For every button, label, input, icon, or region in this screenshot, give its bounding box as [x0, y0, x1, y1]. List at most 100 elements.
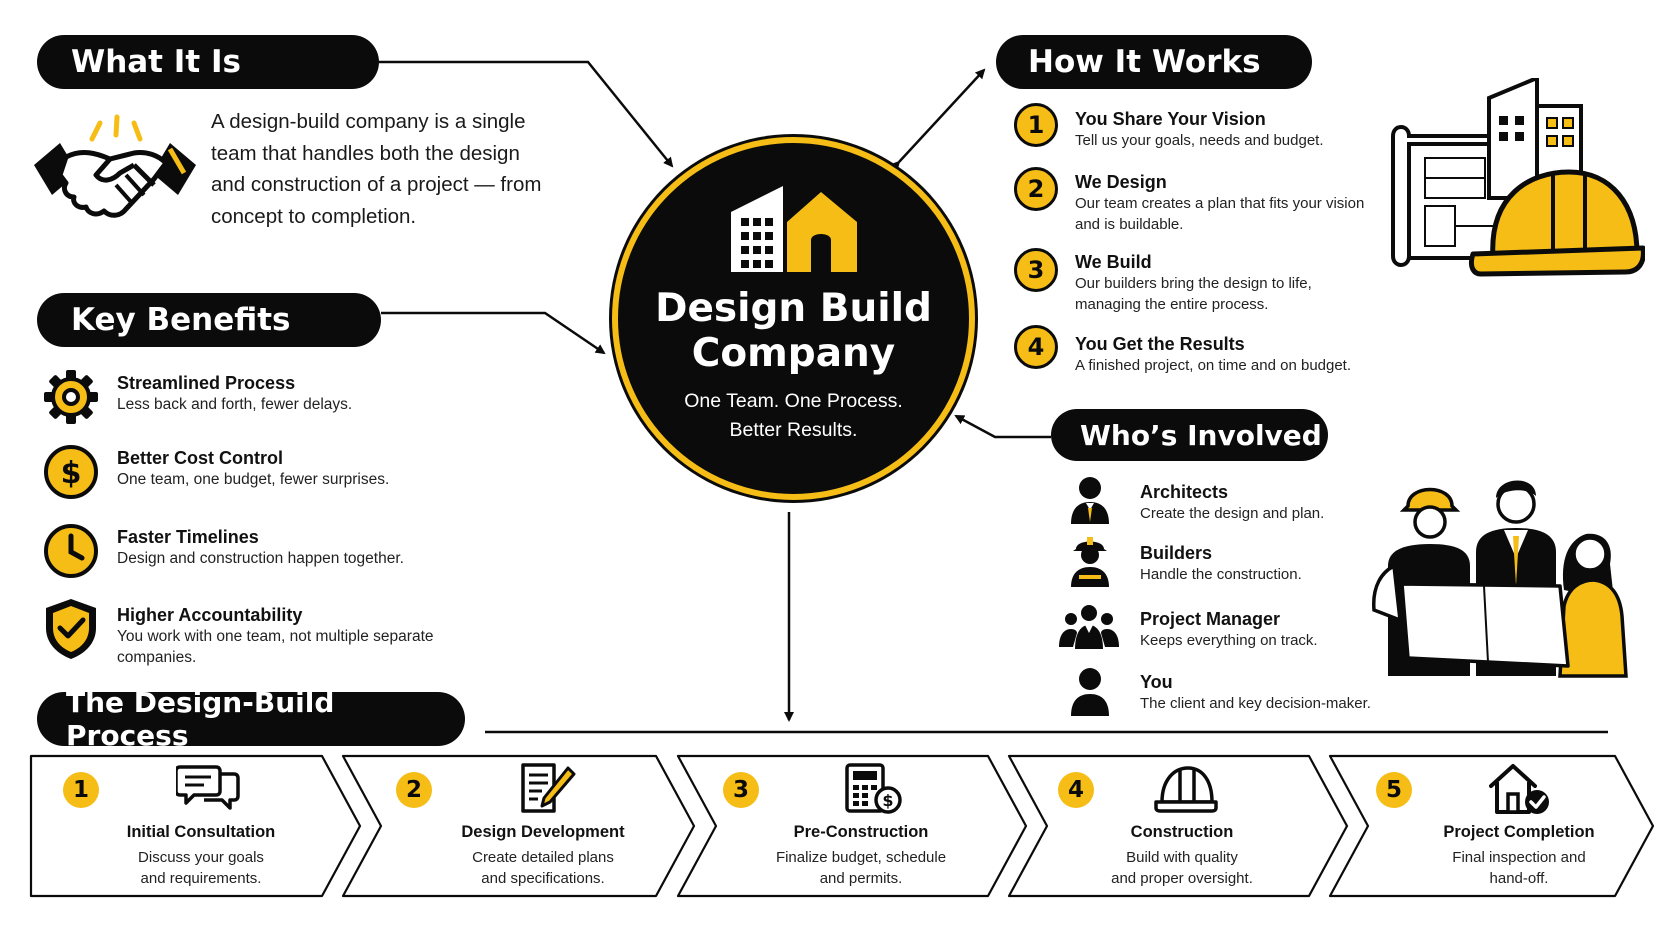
- process-chevrons: [29, 754, 1655, 898]
- arrow-who-to-center: [954, 414, 1051, 439]
- benefit-item-3: Faster Timelines Design and construction…: [117, 526, 404, 569]
- process-step-title: Initial Consultation: [126, 823, 276, 841]
- process-heading: The Design-Build Process: [37, 686, 465, 752]
- buildings-logo-icon: [731, 186, 857, 272]
- process-step-title: Project Completion: [1443, 823, 1595, 841]
- benefit-desc: Design and construction happen together.: [117, 550, 404, 567]
- process-step-desc-line1: Final inspection and: [1452, 849, 1586, 866]
- whos-involved-heading-text: Who’s Involved: [1080, 418, 1322, 452]
- how-step-desc: A finished project, on time and on budge…: [1075, 357, 1352, 374]
- what-it-is-heading-text: What It Is: [71, 44, 241, 80]
- process-step-number: 2: [396, 772, 432, 808]
- process-step-desc: Finalize budget, schedule and permits.: [746, 847, 976, 889]
- what-it-is-heading: What It Is: [37, 35, 379, 89]
- process-step-title: Pre-Construction: [793, 823, 929, 841]
- role-desc: The client and key decision-maker.: [1140, 695, 1371, 712]
- handshake-icon: [34, 114, 196, 218]
- house-check-icon: [1489, 764, 1549, 814]
- key-benefits-heading-text: Key Benefits: [71, 302, 291, 338]
- clock-icon: [44, 524, 98, 578]
- benefit-title: Streamlined Process: [117, 373, 296, 393]
- role-you: You The client and key decision-maker.: [1140, 671, 1371, 714]
- role-title: Builders: [1140, 543, 1213, 563]
- center-title-line2: Company: [691, 331, 896, 376]
- how-step-number: 2: [1014, 167, 1058, 211]
- process-step-number: 3: [723, 772, 759, 808]
- benefit-title: Higher Accountability: [117, 605, 303, 625]
- how-step-3: We Build Our builders bring the design t…: [1075, 251, 1345, 315]
- process-step-number: 4: [1058, 772, 1094, 808]
- how-step-1: You Share Your Vision Tell us your goals…: [1075, 108, 1375, 151]
- role-desc: Keeps everything on track.: [1140, 632, 1318, 649]
- role-architects: Architects Create the design and plan.: [1140, 481, 1324, 524]
- benefit-desc: One team, one budget, fewer surprises.: [117, 471, 390, 488]
- benefit-item-2: Better Cost Control One team, one budget…: [117, 447, 389, 490]
- role-project-manager: Project Manager Keeps everything on trac…: [1140, 608, 1318, 651]
- process-step-desc: Final inspection and hand-off.: [1404, 847, 1634, 889]
- center-tagline: One Team. One Process. Better Results.: [612, 387, 975, 445]
- how-step-number: 4: [1014, 325, 1058, 369]
- how-step-desc: Our builders bring the design to life, m…: [1075, 275, 1312, 313]
- benefit-title: Faster Timelines: [117, 527, 259, 547]
- how-step-desc: Our team creates a plan that fits your v…: [1075, 195, 1365, 233]
- process-step-desc-line1: Build with quality: [1126, 849, 1238, 866]
- process-chevron-3: [676, 754, 1028, 898]
- blueprint-hardhat-illustration: [1391, 78, 1645, 277]
- center-circle: [612, 137, 975, 500]
- process-step-desc: Build with quality and proper oversight.: [1067, 847, 1297, 889]
- process-step-desc-line1: Create detailed plans: [472, 849, 614, 866]
- role-title: Project Manager: [1140, 609, 1281, 629]
- how-step-title: We Build: [1075, 252, 1152, 272]
- role-title: You: [1140, 672, 1173, 692]
- process-step-desc-line2: and requirements.: [140, 870, 262, 887]
- center-title: Design Build Company: [612, 286, 975, 376]
- role-builders: Builders Handle the construction.: [1140, 542, 1302, 585]
- team-icon: [1059, 605, 1119, 649]
- person-icon: [1071, 668, 1109, 716]
- benefit-item-4: Higher Accountability You work with one …: [117, 604, 437, 668]
- process-step-desc-line2: hand-off.: [1489, 870, 1549, 887]
- chat-icon: [176, 765, 240, 810]
- process-step-desc-line2: and specifications.: [481, 870, 605, 887]
- whos-involved-heading: Who’s Involved: [1051, 409, 1328, 461]
- how-step-4: You Get the Results A finished project, …: [1075, 333, 1385, 376]
- center-tagline-line1: One Team. One Process.: [684, 390, 903, 412]
- how-step-title: You Get the Results: [1075, 334, 1245, 354]
- benefit-item-1: Streamlined Process Less back and forth,…: [117, 372, 352, 415]
- architect-icon: [1071, 477, 1109, 524]
- dollar-icon: $: [44, 445, 98, 499]
- process-step-desc-line2: and proper oversight.: [1111, 870, 1253, 887]
- how-it-works-heading: How It Works: [996, 35, 1312, 89]
- process-step-number: 1: [63, 772, 99, 808]
- benefit-title: Better Cost Control: [117, 448, 283, 468]
- process-step-title: Construction: [1130, 823, 1234, 841]
- role-desc: Create the design and plan.: [1140, 505, 1325, 522]
- role-desc: Handle the construction.: [1140, 566, 1302, 583]
- role-title: Architects: [1140, 482, 1229, 502]
- key-benefits-heading: Key Benefits: [37, 293, 381, 347]
- process-step-title: Design Development: [461, 823, 625, 841]
- how-step-number: 3: [1014, 248, 1058, 292]
- team-reviewing-plans-illustration: [1372, 480, 1628, 678]
- gear-icon: [44, 370, 98, 424]
- what-it-is-description: A design-build company is a single team …: [211, 110, 542, 228]
- arrow-benefits-to-center: [381, 311, 606, 355]
- process-step-desc-line1: Discuss your goals: [138, 849, 264, 866]
- how-step-title: You Share Your Vision: [1075, 109, 1266, 129]
- arrow-how-to-center: [889, 68, 986, 172]
- process-chevron-1: [29, 754, 362, 898]
- arrow-what-to-center: [379, 60, 674, 168]
- process-step-desc: Create detailed plans and specifications…: [428, 847, 658, 889]
- svg-text:$: $: [61, 456, 82, 491]
- process-step-desc: Discuss your goals and requirements.: [86, 847, 316, 889]
- process-step-desc-line1: Finalize budget, schedule: [775, 849, 947, 866]
- how-step-2: We Design Our team creates a plan that f…: [1075, 171, 1380, 235]
- how-step-number: 1: [1014, 103, 1058, 147]
- process-step-number: 5: [1376, 772, 1412, 808]
- hard-hat-icon: [1154, 766, 1218, 813]
- calculator-icon: $: [845, 763, 902, 814]
- document-pen-icon: [521, 763, 576, 813]
- builder-icon: [1071, 537, 1109, 587]
- how-it-works-heading-text: How It Works: [1028, 44, 1261, 80]
